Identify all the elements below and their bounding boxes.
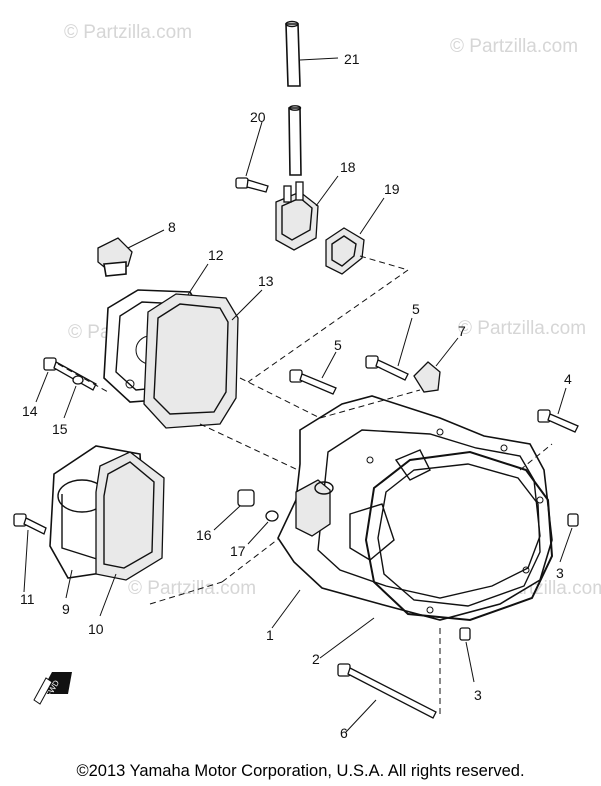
- part-4-bolt: [537, 387, 579, 433]
- part-8-oil-cap: [97, 229, 165, 277]
- part-14-bolt: [35, 357, 97, 403]
- callout-5: 5: [334, 337, 342, 353]
- callout-1: 1: [266, 627, 274, 643]
- callout-17: 17: [230, 543, 246, 559]
- callout-12: 12: [208, 247, 224, 263]
- watermark: © Partzilla.com: [128, 578, 257, 599]
- part-10-gasket: [95, 451, 291, 617]
- watermark: © Partzilla.com: [64, 22, 193, 43]
- callout-7: 7: [458, 323, 466, 339]
- assembly-lines: [239, 377, 553, 714]
- part-13-gasket: [143, 289, 299, 471]
- callout-20: 20: [250, 109, 266, 125]
- callout-14: 14: [22, 403, 38, 419]
- callout-4: 4: [564, 371, 572, 387]
- part-6-long-bolt: [337, 663, 437, 733]
- part-7-clamp: [413, 337, 459, 393]
- part-15-washer: [57, 363, 109, 419]
- part-18-breather-cover: [275, 175, 339, 251]
- callout-5: 5: [412, 301, 420, 317]
- callout-13: 13: [258, 273, 274, 289]
- callout-19: 19: [384, 181, 400, 197]
- callout-16: 16: [196, 527, 212, 543]
- part-3-dowel-pin: [459, 627, 475, 683]
- callout-8: 8: [168, 219, 176, 235]
- callout-3: 3: [556, 565, 564, 581]
- watermark: © Partzilla.com: [450, 36, 579, 57]
- callout-21: 21: [344, 51, 360, 67]
- part-17-washer: [247, 510, 279, 545]
- copyright-notice: ©2013 Yamaha Motor Corporation, U.S.A. A…: [76, 762, 525, 780]
- part-3-dowel-pin: [559, 513, 579, 563]
- callout-11: 11: [20, 591, 35, 607]
- callout-18: 18: [340, 159, 356, 175]
- callout-3: 3: [474, 687, 482, 703]
- watermark: © Partzilla.com: [458, 318, 587, 339]
- part-5-bolt: [365, 317, 413, 381]
- part-11-bolt: [13, 513, 47, 593]
- part-16-plug: [213, 489, 255, 531]
- part-2-gasket: [319, 450, 554, 659]
- part-20-bolt: [235, 121, 269, 193]
- callout-10: 10: [88, 621, 104, 637]
- callout-6: 6: [340, 725, 348, 741]
- callout-15: 15: [52, 421, 68, 437]
- part-5-bolt: [289, 351, 337, 395]
- callout-9: 9: [62, 601, 70, 617]
- part-19-gasket: [247, 197, 409, 383]
- part-1-crankcase-cover: [271, 395, 553, 629]
- part-21-breather-hose: [285, 20, 339, 176]
- callout-2: 2: [312, 651, 320, 667]
- fwd-arrow-icon: [33, 672, 72, 705]
